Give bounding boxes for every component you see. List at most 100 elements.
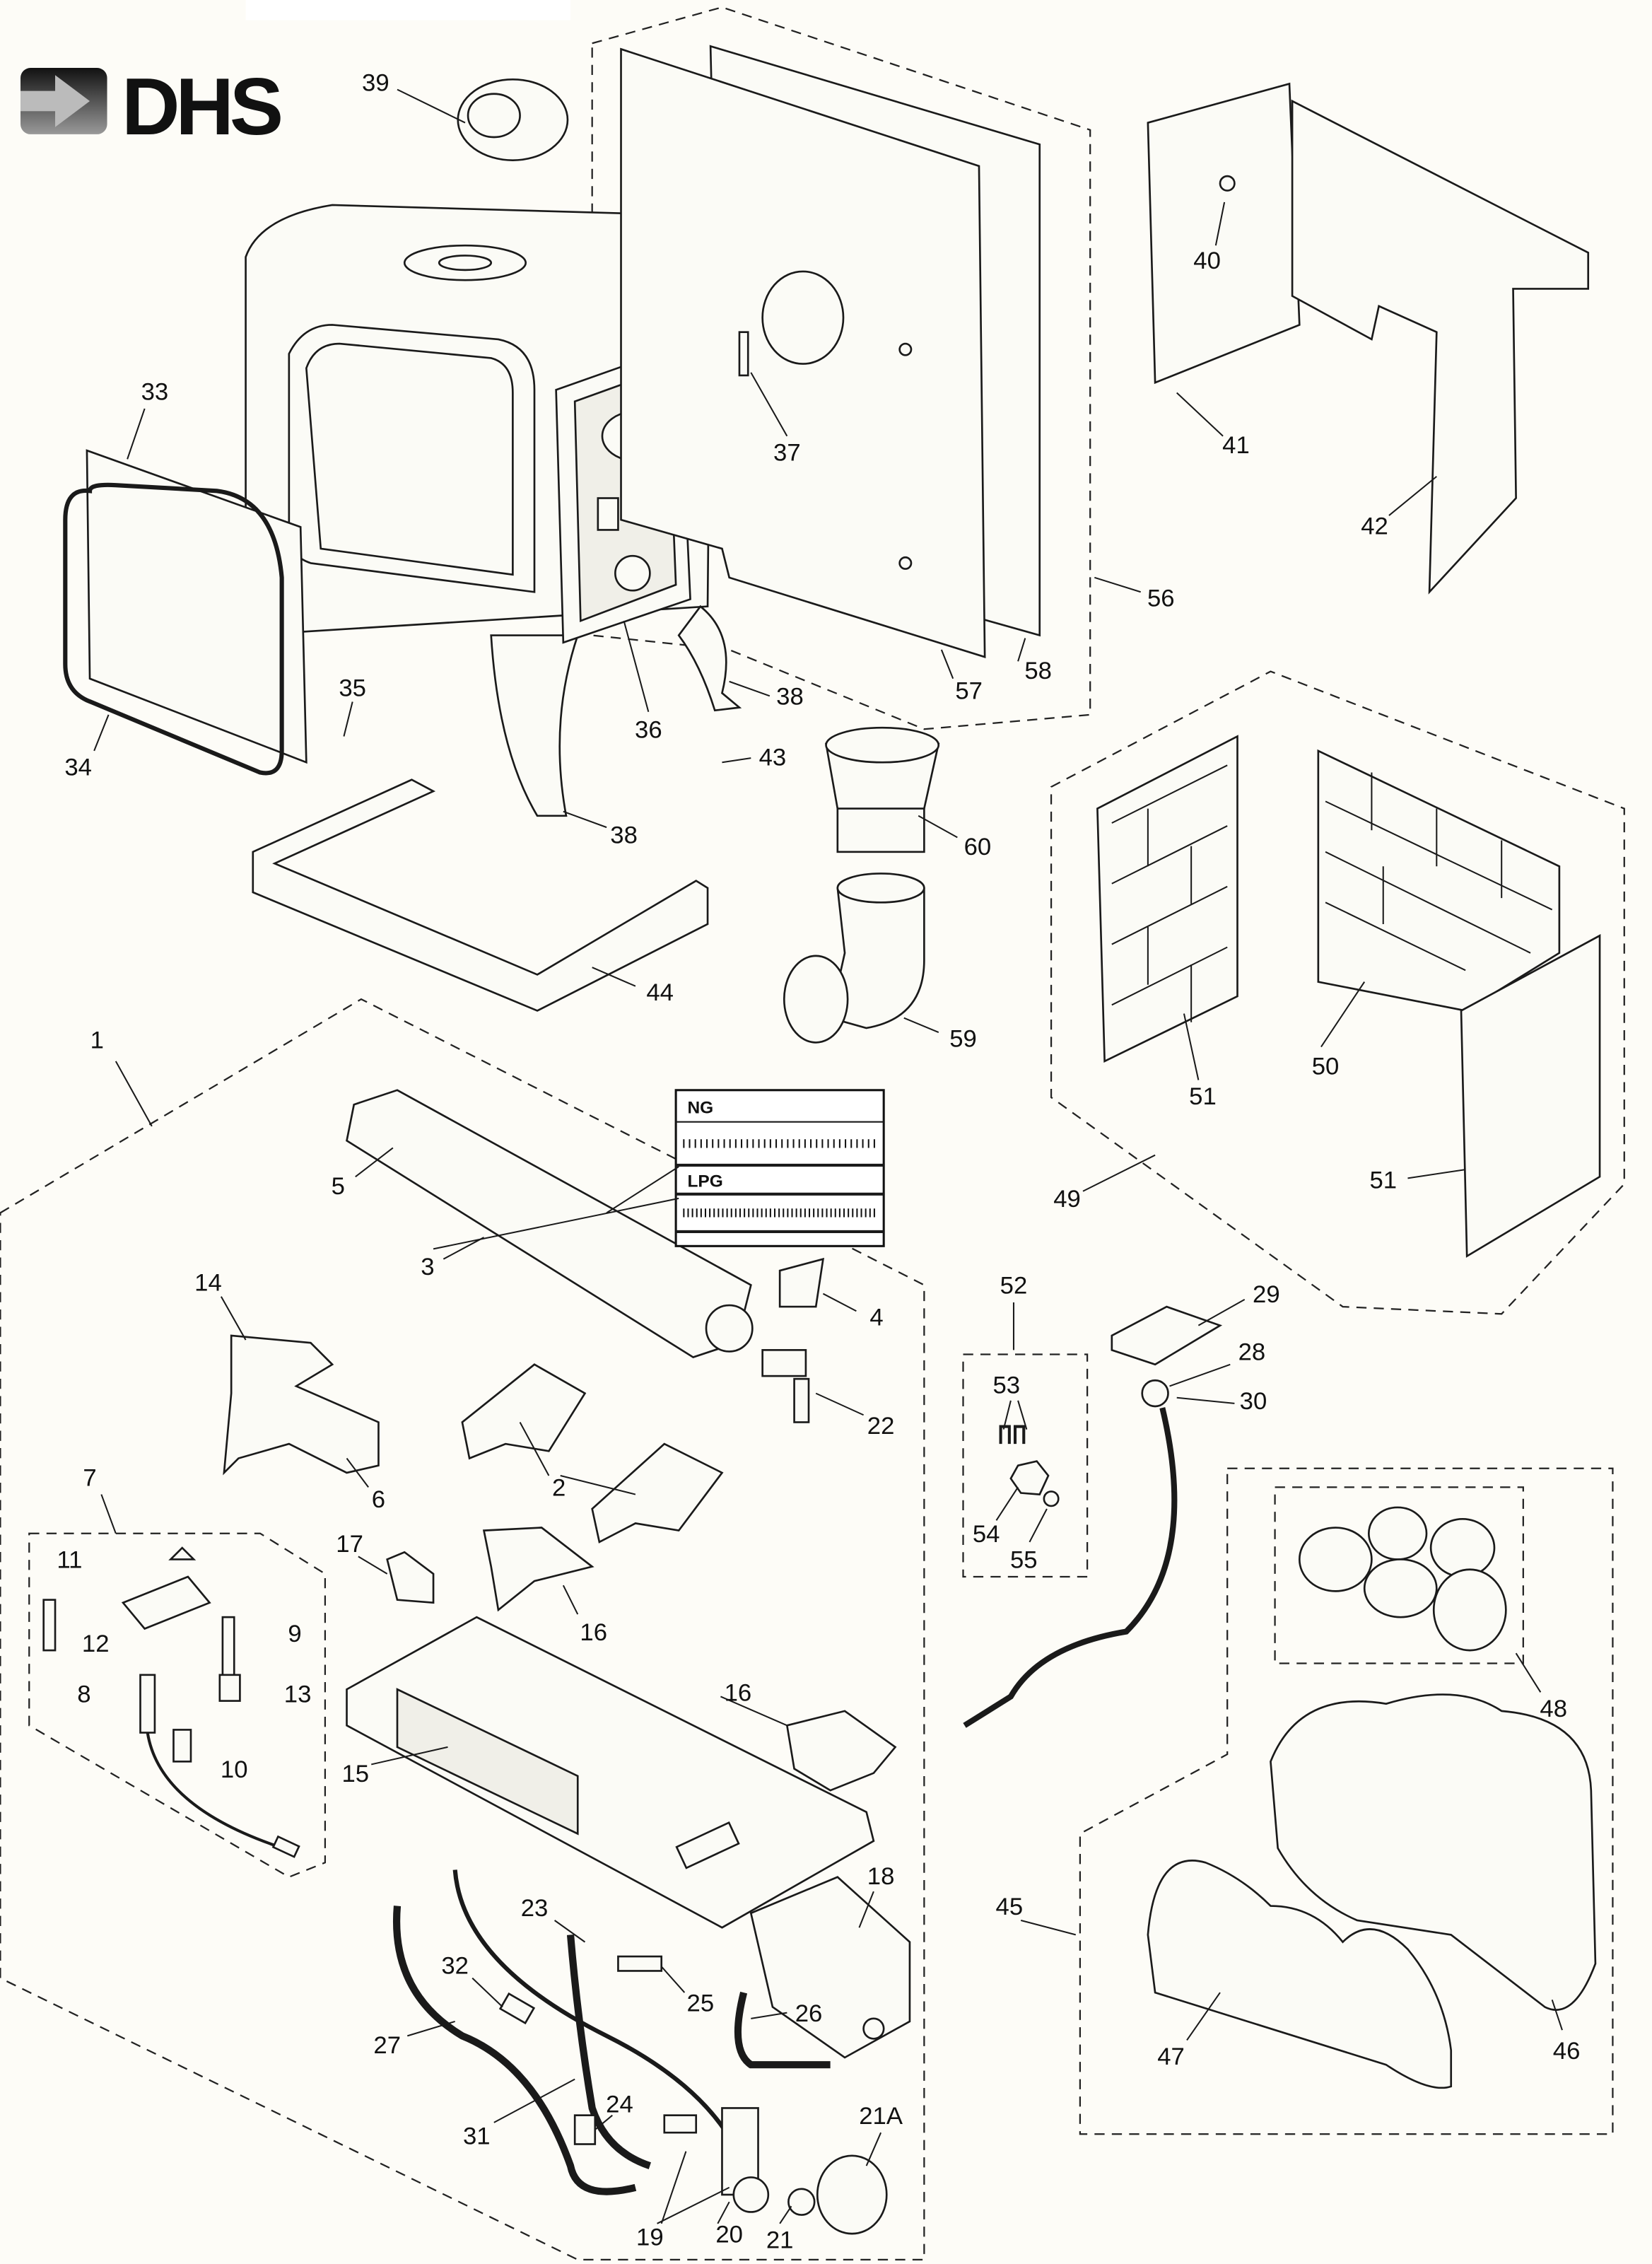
callout-56: 56 xyxy=(1147,585,1175,612)
dhs-logo: DHS xyxy=(20,62,285,152)
callout-31: 31 xyxy=(463,2123,491,2150)
valve-bracket-part xyxy=(749,1876,911,2059)
callout-46: 46 xyxy=(1553,2038,1581,2065)
callout-18: 18 xyxy=(867,1863,895,1890)
callout-8: 8 xyxy=(77,1681,90,1708)
bracket-16a-part xyxy=(482,1527,594,1612)
flue-collar-part xyxy=(457,78,569,161)
callout-3: 3 xyxy=(421,1254,434,1280)
callout-47: 47 xyxy=(1157,2043,1185,2070)
callout-22: 22 xyxy=(867,1413,895,1440)
callout-13: 13 xyxy=(284,1681,312,1708)
group-48-outline xyxy=(1274,1486,1524,1664)
callout-35: 35 xyxy=(339,675,366,701)
front-log-part xyxy=(1147,1860,1453,2089)
burner-tray-part xyxy=(346,1616,875,1929)
callout-labels: 39 33 34 35 36 37 38 38 43 40 41 42 56 5… xyxy=(57,70,1580,2254)
callout-20: 20 xyxy=(715,2221,743,2248)
callout-16b: 16 xyxy=(725,1680,752,1707)
callout-21a: 21A xyxy=(859,2103,903,2130)
callout-51a: 51 xyxy=(1189,1083,1217,1110)
callout-7: 7 xyxy=(83,1464,96,1491)
bracket-16b-part xyxy=(785,1710,897,1792)
group-45-outline xyxy=(1079,1467,1614,2135)
bracket-17-part xyxy=(386,1551,435,1604)
callout-19: 19 xyxy=(636,2224,664,2251)
logo-text: DHS xyxy=(122,62,281,152)
gas-label-box: NG LPG xyxy=(433,1089,885,1250)
callout-40: 40 xyxy=(1193,247,1221,274)
callout-10: 10 xyxy=(221,1756,248,1783)
callout-6: 6 xyxy=(372,1486,385,1513)
callout-51b: 51 xyxy=(1369,1167,1397,1194)
callout-57: 57 xyxy=(955,677,983,704)
callout-28: 28 xyxy=(1238,1339,1266,1366)
callout-26: 26 xyxy=(795,2000,823,2027)
callout-27: 27 xyxy=(373,2032,401,2059)
callout-49: 49 xyxy=(1053,1186,1081,1213)
callout-38b: 38 xyxy=(610,822,638,849)
callout-52: 52 xyxy=(1000,1273,1028,1300)
callout-12: 12 xyxy=(82,1630,110,1657)
group-49-outline xyxy=(1050,670,1625,1315)
callout-4: 4 xyxy=(869,1305,883,1331)
callout-48: 48 xyxy=(1540,1696,1567,1722)
callout-33: 33 xyxy=(141,379,169,406)
callout-45: 45 xyxy=(996,1894,1024,1920)
bracket-2b-part xyxy=(591,1442,724,1544)
callout-21: 21 xyxy=(766,2227,794,2254)
bracket-2a-part xyxy=(461,1363,587,1460)
leader-lines xyxy=(93,88,1563,2224)
ember-rocks-part xyxy=(1298,1506,1507,1652)
group-7-outline xyxy=(28,1532,327,1878)
callout-43: 43 xyxy=(759,744,787,771)
piezo-igniter-part xyxy=(963,1305,1223,1728)
glass-panel-part xyxy=(86,449,307,764)
callout-2: 2 xyxy=(552,1475,566,1502)
callout-5: 5 xyxy=(332,1173,345,1200)
group-56-outline xyxy=(591,6,1091,730)
callout-60: 60 xyxy=(964,834,992,860)
heat-shield-42-part xyxy=(1291,99,1590,595)
brick-panel-right-part xyxy=(1460,934,1601,1258)
callout-14: 14 xyxy=(194,1270,222,1297)
gasket-part xyxy=(63,482,284,776)
callout-55: 55 xyxy=(1010,1547,1038,1574)
group-1-outline xyxy=(0,998,925,2260)
callout-44: 44 xyxy=(646,979,674,1006)
brick-panel-back-part xyxy=(1317,749,1561,1012)
elbow-part xyxy=(783,873,925,1044)
callout-32: 32 xyxy=(441,1953,469,1980)
callout-50: 50 xyxy=(1312,1053,1340,1080)
flue-adapter-part xyxy=(825,726,940,853)
callout-25: 25 xyxy=(687,1990,715,2017)
gas-valve-part xyxy=(393,1869,888,2235)
callout-11: 11 xyxy=(57,1547,82,1574)
callout-58: 58 xyxy=(1024,658,1052,684)
callout-37: 37 xyxy=(773,439,801,466)
callout-59: 59 xyxy=(949,1026,977,1053)
brick-panel-left-part xyxy=(1096,735,1238,1063)
spring-clips-part xyxy=(999,1425,1060,1507)
burner-tube-part xyxy=(346,1089,825,1423)
callout-1: 1 xyxy=(90,1027,104,1054)
callout-23: 23 xyxy=(521,1895,549,1922)
callout-17: 17 xyxy=(336,1531,363,1558)
callout-42: 42 xyxy=(1361,513,1388,540)
callout-30: 30 xyxy=(1240,1388,1267,1415)
heat-shield-41-part xyxy=(1147,82,1301,385)
callout-38a: 38 xyxy=(776,684,804,711)
callout-34: 34 xyxy=(64,754,92,781)
callout-15: 15 xyxy=(341,1761,369,1787)
pilot-assembly-part xyxy=(42,1546,300,1858)
rear-log-part xyxy=(1270,1693,1597,2011)
callout-24: 24 xyxy=(606,2091,633,2118)
base-frame-part xyxy=(252,778,709,1012)
callout-29: 29 xyxy=(1253,1281,1280,1308)
callout-53: 53 xyxy=(992,1372,1020,1399)
ng-label: NG xyxy=(687,1098,713,1117)
callout-41: 41 xyxy=(1222,432,1250,459)
lpg-label: LPG xyxy=(687,1172,722,1191)
callout-9: 9 xyxy=(288,1621,301,1647)
